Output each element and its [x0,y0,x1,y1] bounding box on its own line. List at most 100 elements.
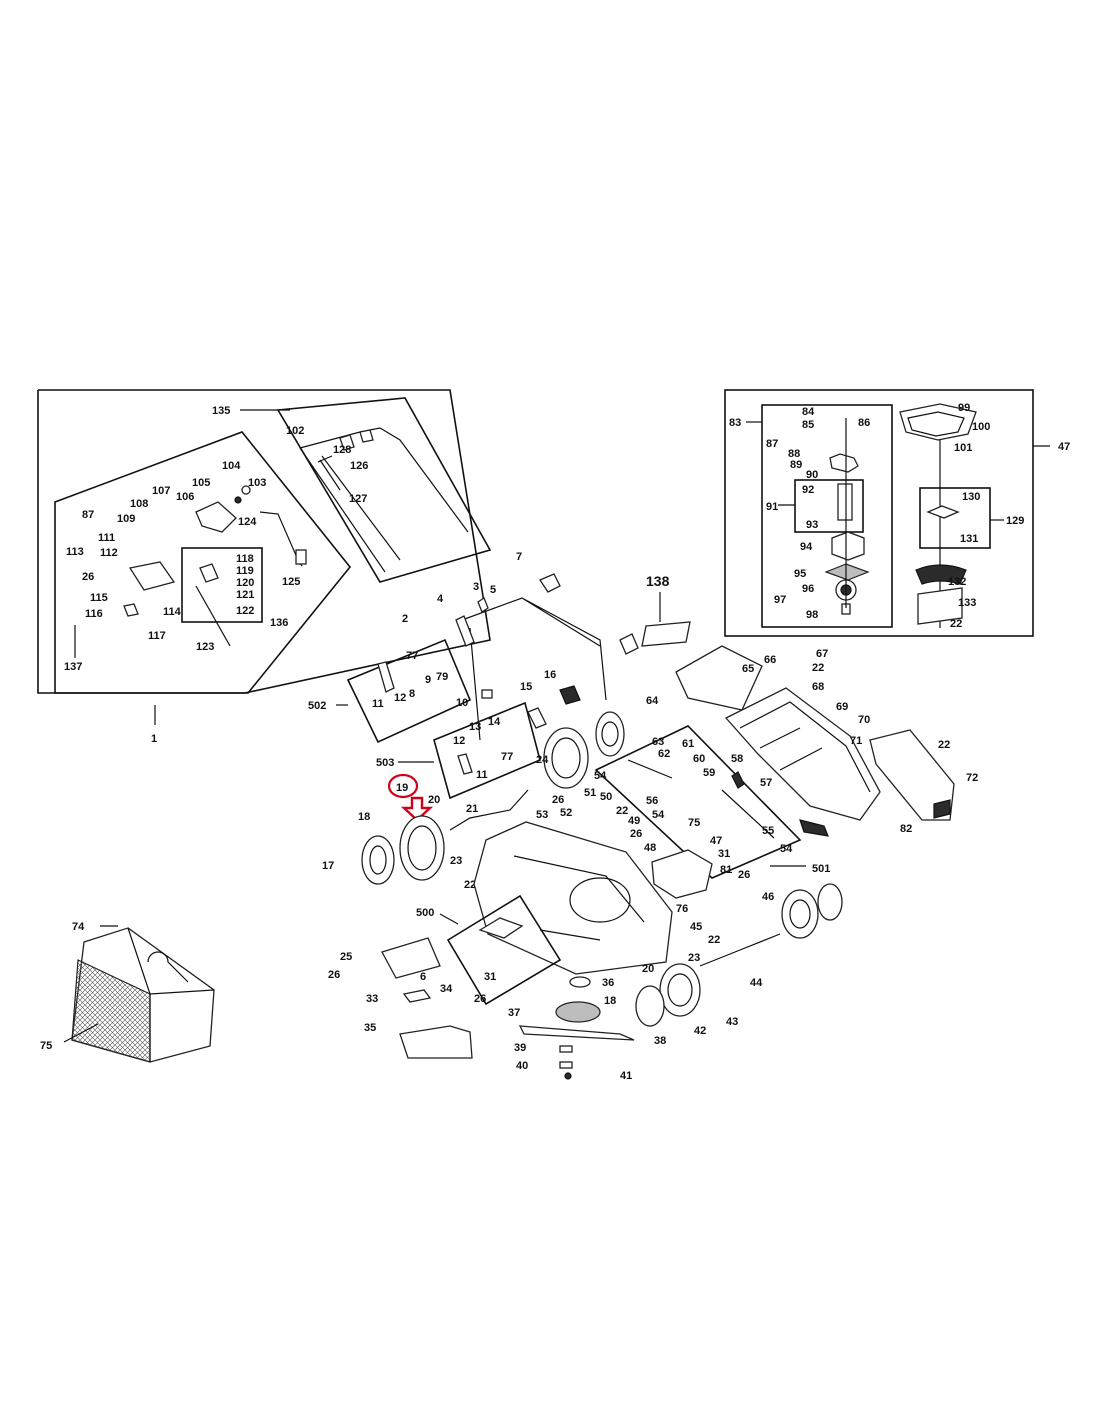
label-15: 15 [520,681,532,693]
label-47: 47 [1058,441,1070,453]
label-45: 45 [690,921,702,933]
label-66: 66 [764,654,776,666]
label-105: 105 [192,477,210,489]
label-2: 2 [402,613,408,625]
label-63: 63 [652,736,664,748]
label-120: 120 [236,577,254,589]
label-12b: 12 [453,735,465,747]
label-500: 500 [416,907,434,919]
label-114: 114 [163,606,182,618]
label-77b: 77 [501,751,513,763]
label-35: 35 [364,1022,376,1034]
label-33: 33 [366,993,378,1005]
motor-assembly-group: 47 83 84 85 86 87 88 89 90 91 92 93 94 9… [724,389,1070,637]
label-123: 123 [196,641,214,653]
label-130: 130 [962,491,980,503]
label-46: 46 [762,891,774,903]
label-124: 124 [238,516,257,528]
label-96: 96 [802,583,814,595]
label-126: 126 [350,460,368,472]
label-6: 6 [420,971,426,983]
label-39: 39 [514,1042,526,1054]
label-50: 50 [600,791,612,803]
label-118: 118 [236,553,254,565]
label-22b: 22 [812,662,824,674]
label-138: 138 [646,573,670,589]
label-40: 40 [516,1060,528,1072]
label-3: 3 [473,581,479,593]
label-70: 70 [858,714,870,726]
label-38: 38 [654,1035,666,1047]
label-47b: 47 [710,835,722,847]
label-68: 68 [812,681,824,693]
highlight-part-19[interactable]: 19 [387,773,434,822]
label-22c: 22 [938,739,950,751]
label-128: 128 [333,444,351,456]
label-93: 93 [806,519,818,531]
label-79: 79 [436,671,448,683]
label-98: 98 [806,609,818,621]
main-mower-assembly: 138 7 5 3 4 2 502 77 79 9 8 12 11 10 15 … [308,551,978,1082]
label-132: 132 [948,576,966,588]
label-16: 16 [544,669,556,681]
label-51: 51 [584,787,596,799]
label-44: 44 [750,977,763,989]
label-72: 72 [966,772,978,784]
label-37: 37 [508,1007,520,1019]
label-65: 65 [742,663,754,675]
label-125: 125 [282,576,300,588]
label-22e: 22 [616,805,628,817]
label-52: 52 [560,807,572,819]
label-77a: 77 [406,650,418,662]
label-133: 133 [958,597,976,609]
label-25: 25 [340,951,352,963]
label-59: 59 [703,767,715,779]
label-136: 136 [270,617,288,629]
label-122: 122 [236,605,254,617]
label-41: 41 [620,1070,632,1082]
label-502: 502 [308,700,326,712]
label-87b: 87 [766,438,778,450]
label-31b: 31 [484,971,496,983]
label-21: 21 [466,803,478,815]
label-11a: 11 [372,698,384,710]
label-129: 129 [1006,515,1024,527]
label-7: 7 [516,551,522,563]
label-82: 82 [900,823,912,835]
label-92: 92 [802,484,814,496]
label-115: 115 [90,592,108,604]
label-36: 36 [602,977,614,989]
label-5: 5 [490,584,496,596]
label-94: 94 [800,541,813,553]
label-14: 14 [488,716,501,728]
label-49: 49 [628,815,640,827]
label-116: 116 [85,608,103,620]
label-26e: 26 [328,969,340,981]
label-9: 9 [425,674,431,686]
handle-assembly-group: 135 102 128 126 127 104 103 107 105 106 … [37,389,492,745]
label-113: 113 [66,546,84,558]
label-108: 108 [130,498,148,510]
label-1: 1 [151,733,157,745]
label-67: 67 [816,648,828,660]
label-85: 85 [802,419,814,431]
label-48: 48 [644,842,656,854]
label-20a: 20 [428,794,440,806]
label-501: 501 [812,863,830,875]
down-arrow-icon [400,796,434,822]
label-22d: 22 [464,879,476,891]
label-18b: 18 [604,995,616,1007]
label-56: 56 [646,795,658,807]
label-18a: 18 [358,811,370,823]
label-121: 121 [236,589,254,601]
label-81: 81 [720,864,732,876]
label-71: 71 [850,735,862,747]
label-99: 99 [958,402,970,414]
label-88: 88 [788,448,800,460]
label-10: 10 [456,697,468,709]
label-61: 61 [682,738,694,750]
label-119: 119 [236,565,254,577]
label-22f: 22 [708,934,720,946]
label-97: 97 [774,594,786,606]
